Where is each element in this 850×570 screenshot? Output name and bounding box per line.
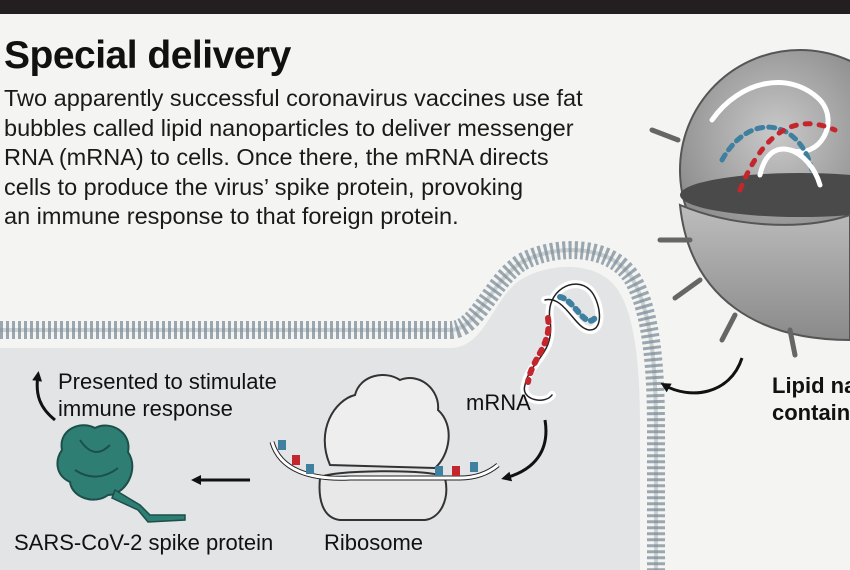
ribosome bbox=[269, 374, 500, 521]
cytoplasm bbox=[0, 266, 640, 570]
lipid-label-line: Lipid na bbox=[772, 373, 850, 398]
ribosome-label: Ribosome bbox=[324, 530, 424, 555]
presented-label-line: Presented to stimulate bbox=[58, 369, 277, 394]
presented-label: Presented to stimulate immune response bbox=[58, 368, 277, 422]
presentation-arrow bbox=[32, 371, 56, 422]
page-title: Special delivery bbox=[4, 34, 291, 77]
intro-line: bubbles called lipid nanoparticles to de… bbox=[4, 114, 574, 141]
intro-line: cells to produce the virus’ spike protei… bbox=[4, 173, 524, 200]
mrna-label: mRNA bbox=[466, 390, 531, 415]
spike-protein-label: SARS-CoV-2 spike protein bbox=[14, 530, 274, 555]
encapsulated-mrna bbox=[709, 80, 838, 193]
lipid-nanoparticle-label: Lipid na contain bbox=[772, 372, 850, 426]
intro-line: an immune response to that foreign prote… bbox=[4, 203, 459, 229]
entry-arrow bbox=[660, 357, 744, 395]
mrna-strand bbox=[520, 280, 604, 405]
intro-line: RNA (mRNA) to cells. Once there, the mRN… bbox=[4, 144, 549, 170]
top-rule bbox=[0, 0, 850, 14]
nanoparticle-spikes bbox=[649, 127, 798, 358]
intro-text: Two apparently successful coronavirus va… bbox=[4, 84, 604, 232]
codon-markers bbox=[278, 440, 478, 476]
mrna-to-ribosome-arrow bbox=[501, 419, 548, 482]
lipid-label-line: contain bbox=[772, 400, 850, 425]
presented-label-line: immune response bbox=[58, 396, 233, 421]
spike-protein bbox=[56, 424, 186, 523]
intro-line: Two apparently successful coronavirus va… bbox=[4, 85, 583, 111]
cell-membrane bbox=[0, 241, 665, 570]
lipid-nanoparticle bbox=[649, 49, 850, 358]
